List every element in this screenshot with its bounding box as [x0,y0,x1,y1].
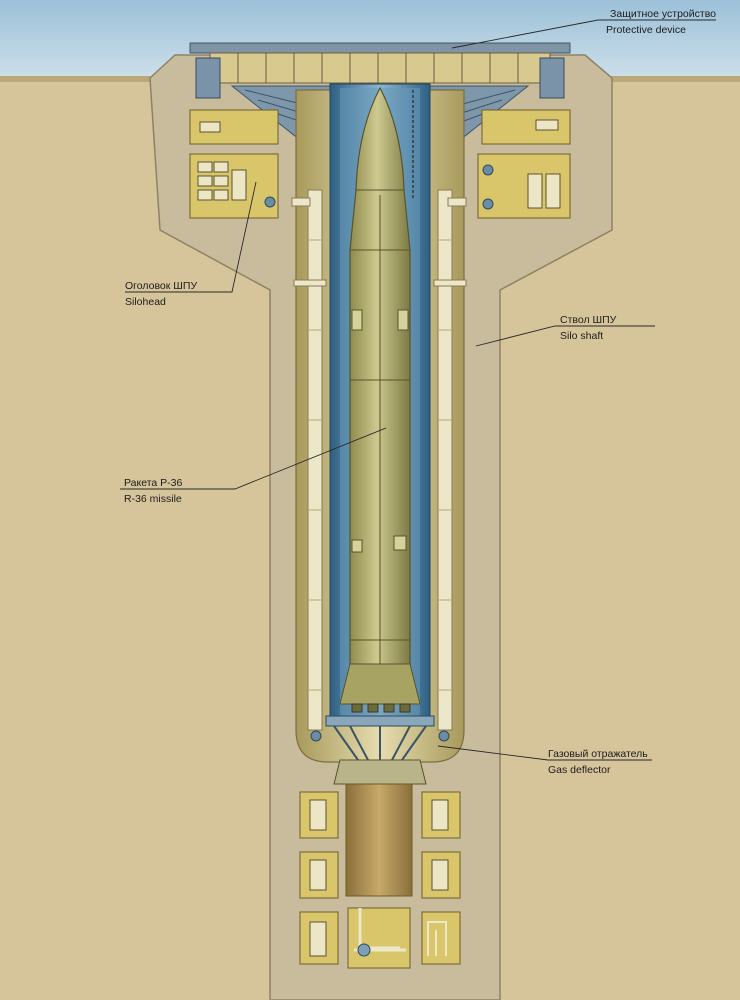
deflector-pipe-left [310,730,322,742]
bottom-room-cabinets [309,799,449,957]
rail-ribs [308,239,452,691]
equipment-cabinets-right [527,119,561,209]
guide-rail-right [437,189,453,731]
equipment-cabinets-left [197,121,247,201]
lower-pit [345,783,413,897]
gas-deflector [333,759,427,785]
label-gas-deflector-en: Gas deflector [548,764,611,776]
missile-engine-skirt [339,663,421,705]
deflector-pipe-right [438,730,450,742]
valve-right-1 [482,164,494,176]
pump-icon [357,943,371,957]
missile-stage-lines [350,189,410,690]
protective-device [189,42,571,54]
pump-room [347,907,411,969]
bottom-room-pipes [427,921,447,956]
label-silohead-ru: Оголовок ШПУ [125,280,197,292]
valve-right-2 [482,198,494,210]
protective-device-body [209,52,551,84]
missile-fittings [351,309,409,553]
guide-rail-left [307,189,323,731]
protective-device-segments [237,53,519,83]
label-missile-ru: Ракета Р-36 [124,477,182,489]
label-silo-shaft-en: Silo shaft [560,330,603,342]
rail-brackets [291,197,467,287]
deflector-struts [333,725,427,761]
label-gas-deflector-ru: Газовый отражатель [548,748,648,760]
label-silohead-en: Silohead [125,296,166,308]
roof-drive-left [195,57,221,99]
label-silo-shaft-ru: Ствол ШПУ [560,314,617,326]
leader-lines [120,19,716,761]
label-protective-device-ru: Защитное устройство [610,8,716,20]
label-protective-device-en: Protective device [606,24,686,36]
roof-drive-right [539,57,565,99]
label-missile-en: R-36 missile [124,493,182,505]
valve-left [264,196,276,208]
launch-support-ring [325,715,435,727]
missile-nozzles [351,703,411,713]
